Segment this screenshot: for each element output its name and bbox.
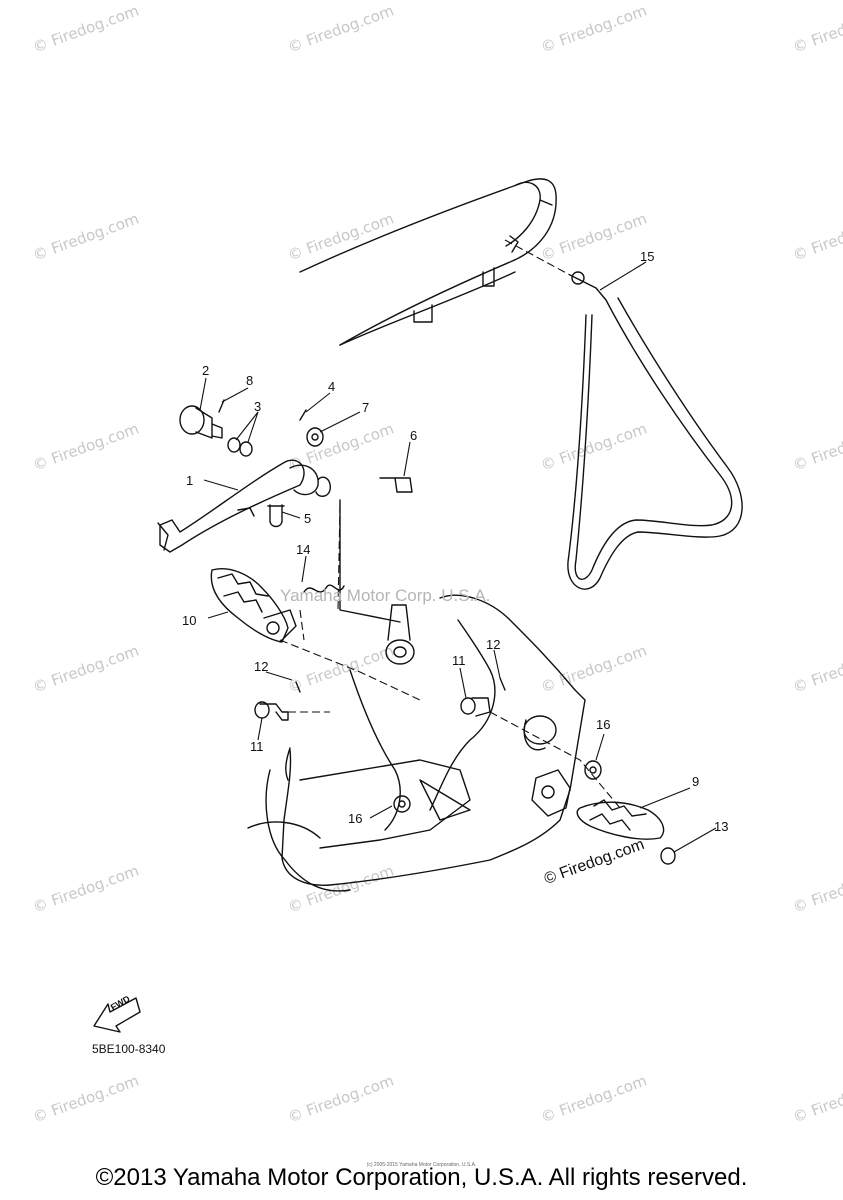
frame-drawing	[247, 594, 586, 892]
callout-number: 3	[254, 399, 262, 414]
right-footpeg-drawing	[531, 769, 676, 865]
callout-number: 11	[250, 739, 264, 754]
brake-pedal-drawing	[157, 459, 331, 553]
footer-copyright: ©2013 Yamaha Motor Corporation, U.S.A. A…	[95, 1164, 748, 1191]
callout-number: 12	[486, 637, 501, 652]
seat-frame-drawing	[299, 178, 557, 346]
callout-number: 9	[692, 774, 700, 789]
callout-number: 11	[452, 653, 466, 668]
fwd-label: FWD	[108, 993, 132, 1013]
tiny-copyright: (c) 2005-2015 Yamaha Motor Corporation, …	[366, 1162, 477, 1168]
fwd-indicator: FWD	[88, 982, 148, 1032]
callout-number: 14	[296, 542, 311, 557]
callout-number: 12	[254, 659, 269, 674]
callout-number: 16	[596, 717, 611, 732]
callout-number: 15	[640, 249, 655, 264]
callout-number: 2	[202, 363, 210, 378]
callout-number: 13	[714, 819, 729, 834]
callout-number: 4	[328, 379, 336, 394]
callout-number: 16	[348, 811, 363, 826]
spring-and-rod-drawing	[303, 499, 415, 665]
callout-number: 5	[304, 511, 312, 526]
callout-number: 1	[186, 473, 194, 488]
callout-number: 7	[362, 400, 370, 415]
small-parts-drawing	[179, 399, 413, 493]
stand-drawing	[567, 271, 743, 590]
bolts-drawing	[254, 677, 602, 780]
callout-number: 10	[182, 613, 197, 628]
callout-number: 8	[246, 373, 254, 388]
manufacturer-watermark: Yamaha Motor Corp. U.S.A.	[280, 586, 491, 605]
callout-number: 6	[410, 428, 418, 443]
diagram-code: 5BE100-8340	[92, 1042, 166, 1056]
fwd-arrow-icon	[93, 997, 141, 1033]
left-footpeg-drawing	[210, 568, 297, 643]
